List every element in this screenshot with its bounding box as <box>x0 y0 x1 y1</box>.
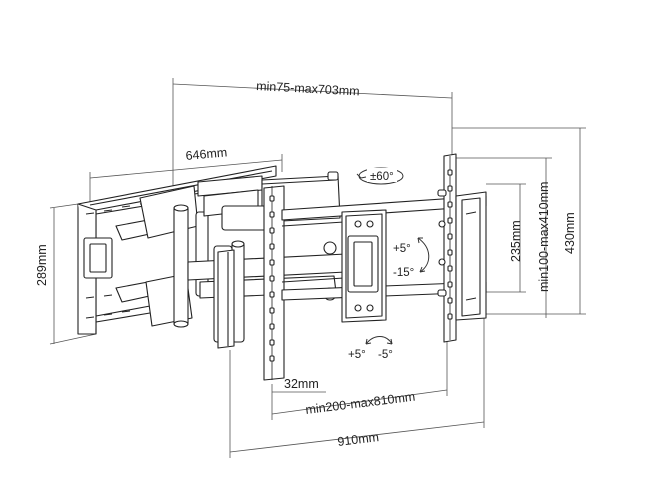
wall-plate-width-label: 646mm <box>185 145 228 163</box>
center-plate <box>341 209 387 323</box>
wall-plate <box>77 165 277 335</box>
right-vesa-rail <box>437 153 457 343</box>
tilt-down-label: -15° <box>393 267 414 279</box>
level-adjust-indicator: +5° -5° <box>348 336 393 361</box>
tilt-up-label: +5° <box>393 243 411 255</box>
wall-plate-height-label: 289mm <box>35 244 49 286</box>
swivel-angle-label: ±60° <box>370 171 394 183</box>
bottom-plate <box>217 249 235 349</box>
overall-width-label: 910mm <box>337 430 380 449</box>
bracket-drawing <box>77 153 487 381</box>
vesa-horizontal-label: min200-max810mm <box>305 390 416 417</box>
tilt-indicator: +5° -15° <box>393 237 430 279</box>
lower-arm <box>115 185 209 328</box>
bracket-depth-label: 32mm <box>284 377 319 391</box>
right-end-bracket <box>455 191 487 321</box>
level-minus-label: -5° <box>378 349 393 361</box>
inner-height-label: 235mm <box>509 220 523 262</box>
vesa-vertical-label: min100-max410mm <box>537 182 551 292</box>
overall-height-label: 430mm <box>563 212 577 254</box>
left-vesa-rail <box>263 185 285 381</box>
swivel-indicator: ±60° <box>356 167 404 185</box>
level-plus-label: +5° <box>348 349 366 361</box>
arm-extension-label: min75-max703mm <box>256 79 360 98</box>
